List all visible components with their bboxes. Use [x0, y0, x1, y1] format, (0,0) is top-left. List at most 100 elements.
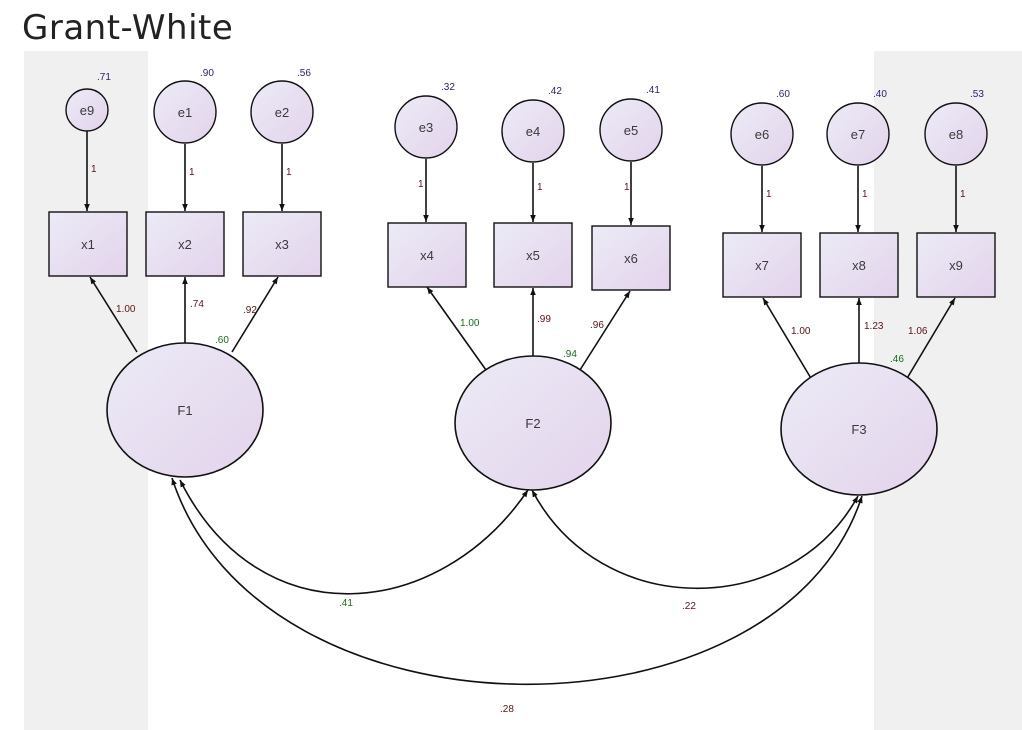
observed-box: [242, 211, 322, 277]
observed-box: [722, 232, 802, 298]
error-path-coef-e9: 1: [91, 164, 97, 175]
loading-paths: [89, 276, 956, 381]
path-f3-x9: [905, 297, 956, 381]
error-path-coef-e5: 1: [624, 182, 630, 193]
error-term-e3[interactable]: e3: [394, 95, 458, 159]
covariance-f2-f3-value: .22: [682, 601, 696, 612]
error-term-e1[interactable]: e1: [153, 80, 217, 144]
path-f2-x6: [579, 290, 631, 371]
error-variance-e7: .40: [873, 89, 887, 100]
loading-x1: 1.00: [116, 304, 136, 315]
error-term-e5[interactable]: e5: [599, 98, 663, 162]
observed-box: [493, 222, 573, 288]
path-f1-x1: [89, 276, 138, 353]
error-label: e5: [624, 123, 638, 138]
observed-label: x8: [852, 258, 866, 273]
error-variance-e4: .42: [548, 86, 562, 97]
loading-x7: 1.00: [791, 326, 811, 337]
error-label: e2: [275, 105, 289, 120]
error-term-e9[interactable]: e9: [65, 88, 109, 132]
observed-variable-x1[interactable]: x1: [48, 211, 128, 277]
observed-label: x3: [275, 237, 289, 252]
observed-variable-x6[interactable]: x6: [591, 225, 671, 291]
error-path-coef-e8: 1: [960, 189, 966, 200]
loading-x8: 1.23: [864, 321, 884, 332]
factor-label: F1: [177, 403, 192, 418]
error-term-e8[interactable]: e8: [924, 102, 988, 166]
error-circle: [394, 95, 458, 159]
factor-loading-labels: 1.00 .74 .92 1.00 .99 .96 1.00 1.23 1.06: [116, 299, 928, 337]
latent-factor-f1[interactable]: F1: [106, 342, 264, 478]
error-paths: [84, 130, 959, 232]
error-circle: [599, 98, 663, 162]
error-term-e4[interactable]: e4: [501, 99, 565, 163]
error-variance-e5: .41: [646, 85, 660, 96]
error-path-coef-e7: 1: [862, 189, 868, 200]
error-path-coef-e3: 1: [418, 179, 424, 190]
factor-label: F3: [851, 422, 866, 437]
error-circle: [501, 99, 565, 163]
error-label: e8: [949, 127, 963, 142]
covariance-arc-f1-f3: [171, 477, 863, 686]
error-variance-e9: .71: [97, 72, 111, 83]
error-variance-e2: .56: [297, 68, 311, 79]
error-path-coef-e4: 1: [537, 182, 543, 193]
observed-variable-x3[interactable]: x3: [242, 211, 322, 277]
observed-variable-x4[interactable]: x4: [387, 222, 467, 288]
error-circle: [826, 102, 890, 166]
error-circle: [924, 102, 988, 166]
error-label: e1: [178, 105, 192, 120]
loading-x3: .92: [243, 305, 257, 316]
observed-box: [916, 232, 996, 298]
observed-variable-x8[interactable]: x8: [819, 232, 899, 298]
loading-x9: 1.06: [908, 326, 928, 337]
latent-factor-f2[interactable]: F2: [454, 355, 612, 491]
error-label: e4: [526, 124, 540, 139]
covariance-labels: .41 .22 .28: [339, 598, 696, 715]
latent-variance-f2: .94: [563, 349, 577, 360]
error-label: e6: [755, 127, 769, 142]
error-circle: [730, 102, 794, 166]
error-terms: e9 e1 e2 e3 e4 e5: [65, 80, 988, 166]
observed-label: x4: [420, 248, 434, 263]
latent-variance-f1: .60: [215, 335, 229, 346]
error-variance-e1: .90: [200, 68, 214, 79]
error-variance-labels: .71 .90 .56 .32 .42 .41 .60 .40 .53: [97, 68, 984, 100]
observed-variable-x5[interactable]: x5: [493, 222, 573, 288]
observed-box: [819, 232, 899, 298]
error-circle: [65, 88, 109, 132]
page-title: Grant-White: [22, 8, 234, 48]
error-circle: [250, 80, 314, 144]
observed-variable-x9[interactable]: x9: [916, 232, 996, 298]
latent-variance-labels: .60 .94 .46: [215, 335, 904, 365]
error-variance-e3: .32: [441, 82, 455, 93]
error-term-e2[interactable]: e2: [250, 80, 314, 144]
observed-label: x2: [178, 237, 192, 252]
error-label: e9: [80, 103, 94, 118]
error-term-e7[interactable]: e7: [826, 102, 890, 166]
observed-variable-x2[interactable]: x2: [145, 211, 225, 277]
observed-label: x5: [526, 248, 540, 263]
error-term-e6[interactable]: e6: [730, 102, 794, 166]
error-label: e7: [851, 127, 865, 142]
loading-x5: .99: [537, 314, 551, 325]
error-path-coef-e6: 1: [766, 189, 772, 200]
loading-x6: .96: [590, 320, 604, 331]
path-f1-x3: [231, 276, 279, 353]
loading-x2: .74: [190, 299, 204, 310]
observed-box: [591, 225, 671, 291]
observed-box: [48, 211, 128, 277]
observed-variable-x7[interactable]: x7: [722, 232, 802, 298]
path-f3-x7: [762, 297, 813, 381]
path-f2-x4: [426, 286, 487, 371]
observed-variables: x1 x2 x3 x4 x5 x6: [48, 211, 996, 298]
covariance-arc-f2-f3: [531, 489, 859, 590]
factor-label: F2: [525, 416, 540, 431]
latent-factor-f3[interactable]: F3: [780, 362, 938, 496]
error-path-coef-e1: 1: [189, 167, 195, 178]
latent-variance-f3: .46: [890, 354, 904, 365]
factor-ellipse: [106, 342, 264, 478]
error-variance-e6: .60: [776, 89, 790, 100]
covariance-f1-f3-value: .28: [500, 704, 514, 715]
